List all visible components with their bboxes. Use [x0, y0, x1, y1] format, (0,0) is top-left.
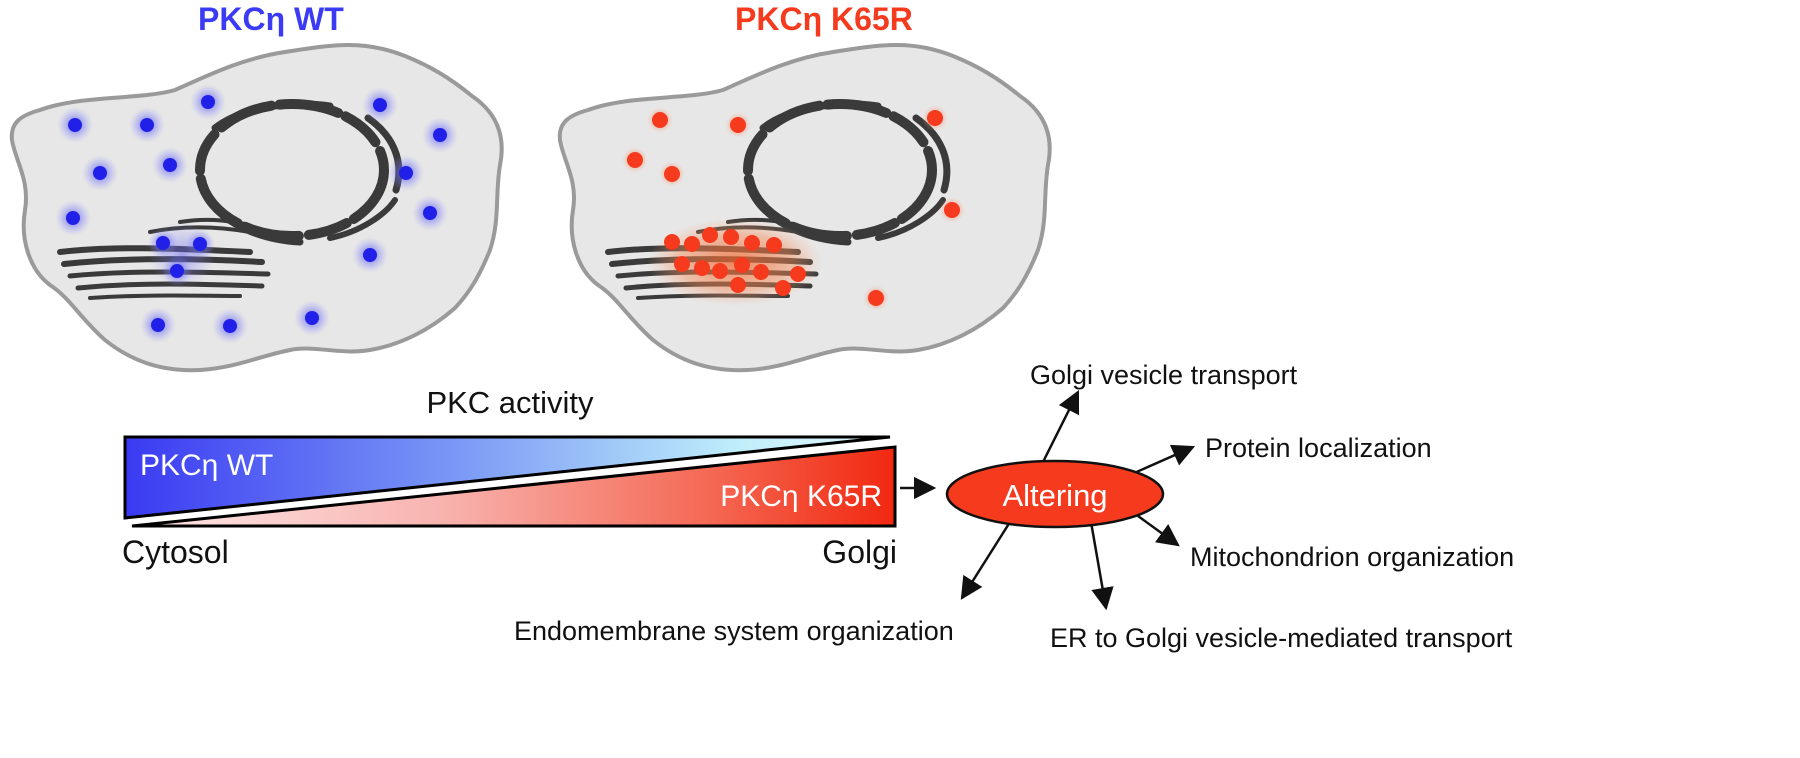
wt-pkc-dot: [185, 229, 215, 259]
wt-pkc-dot: [362, 87, 398, 123]
wt-pkc-dot: [55, 200, 91, 236]
k65r-pkc-dot: [790, 266, 806, 282]
k65r-pkc-dot: [684, 236, 700, 252]
k65r-pkc-dot: [694, 260, 710, 276]
wt-pkc-dot: [388, 155, 424, 191]
wt-pkc-dot: [190, 84, 226, 120]
wt-pkc-dot: [129, 107, 165, 143]
k65r-pkc-dot: [712, 263, 728, 279]
k65r-panel-title: PKCη K65R: [735, 1, 913, 37]
wt-pkc-dot: [412, 195, 448, 231]
k65r-pkc-dot: [674, 256, 690, 272]
outcome-protein-localization: Protein localization: [1205, 433, 1432, 463]
arrow-er-to-golgi: [1089, 521, 1114, 611]
outcome-arrows: [960, 389, 1196, 611]
k65r-pkc-dot: [664, 234, 680, 250]
k65r-pkc-dot: [863, 285, 889, 311]
wt-pkc-dot: [212, 308, 248, 344]
outcome-er-to-golgi: ER to Golgi vesicle-mediated transport: [1050, 623, 1513, 653]
k65r-cell-membrane: [557, 43, 1052, 373]
arrow-protein-localization: [1131, 444, 1196, 476]
arrow-endomembrane: [960, 521, 1012, 600]
k65r-pkc-dot: [659, 161, 685, 187]
k65r-pkc-dot: [723, 229, 739, 245]
k65r-cell: [557, 43, 1052, 373]
k65r-pkc-dot: [647, 107, 673, 133]
outcome-endomembrane: Endomembrane system organization: [514, 616, 954, 646]
wt-pkc-dot: [352, 237, 388, 273]
pkc-activity-label: PKC activity: [426, 385, 594, 420]
k65r-pkc-dot: [725, 112, 751, 138]
k65r-pkc-dot: [939, 197, 965, 223]
k65r-pkc-dot: [922, 105, 948, 131]
wt-pkc-dot: [422, 117, 458, 153]
arrow-mitochondrion-organization: [1137, 514, 1180, 547]
wt-pkc-dot: [152, 147, 188, 183]
wt-activity-wedge: [123, 435, 891, 520]
arrow-golgi-vesicle-transport: [1041, 389, 1080, 463]
k65r-pkc-dot: [702, 227, 718, 243]
k65r-pkc-dot: [753, 264, 769, 280]
outcome-mitochondrion-organization: Mitochondrion organization: [1190, 542, 1514, 572]
golgi-axis-label: Golgi: [822, 534, 897, 570]
k65r-pkc-dots: [622, 105, 965, 311]
k65r-pkc-dot: [734, 257, 750, 273]
k65r-pkc-dot: [622, 147, 648, 173]
wt-pkc-dot: [57, 107, 93, 143]
altering-label: Altering: [1002, 478, 1107, 513]
k65r-pkc-dot: [766, 237, 782, 253]
k65r-wedge-label: PKCη K65R: [720, 480, 882, 513]
cytosol-axis-label: Cytosol: [122, 534, 229, 570]
wt-cell: [9, 43, 504, 373]
wt-pkc-dot: [148, 228, 178, 258]
outcome-golgi-vesicle-transport: Golgi vesicle transport: [1030, 360, 1298, 390]
wt-pkc-dot: [294, 300, 330, 336]
k65r-pkc-dot: [730, 277, 746, 293]
wt-pkc-dot: [162, 256, 192, 286]
wt-pkc-dot: [140, 307, 176, 343]
wt-pkc-dots: [55, 84, 458, 344]
wt-panel-title: PKCη WT: [198, 1, 344, 37]
k65r-pkc-dot: [744, 235, 760, 251]
wt-pkc-dot: [82, 155, 118, 191]
k65r-activity-wedge: [131, 445, 897, 528]
altering-node: [945, 459, 1165, 529]
wt-wedge-label: PKCη WT: [140, 449, 273, 482]
k65r-pkc-dot: [775, 280, 791, 296]
